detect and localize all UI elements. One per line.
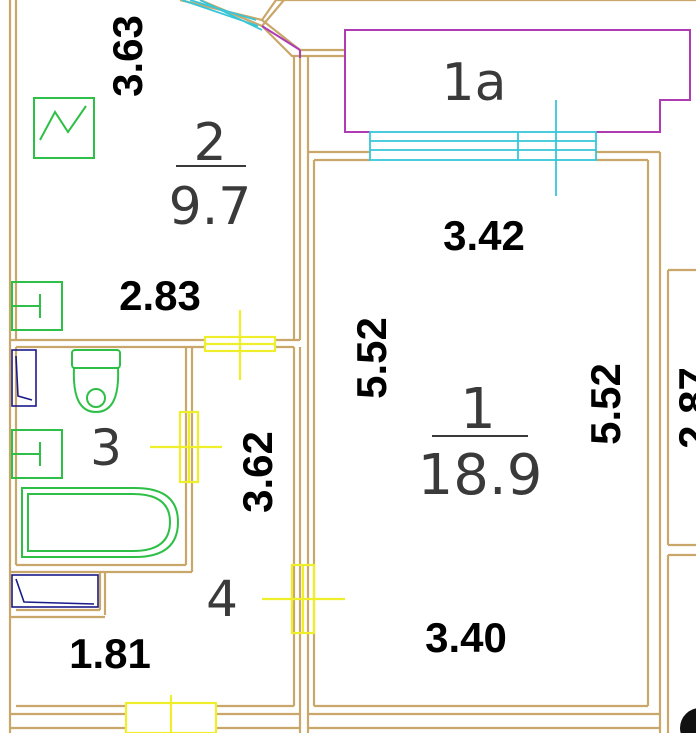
dimension-hall-width: 1.81 [69,630,151,677]
dimension-living-left: 5.52 [348,317,395,399]
sink-icon [11,281,63,331]
door-icon [124,310,345,733]
corner-mark [680,708,696,733]
hall-number: 4 [206,570,238,628]
bathtub-icon [21,487,180,558]
dimension-kitchen-width: 2.83 [119,272,201,319]
sink-icon [11,349,99,608]
dimension-living-bottom: 3.40 [425,614,507,661]
dimension-living-top: 3.42 [443,212,525,259]
dimension-bath-height: 3.62 [234,431,281,513]
balcony-number: 1a [442,53,507,113]
bathroom-number: 3 [90,419,122,477]
stove-icon [33,97,95,159]
dimension-kitchen-top: 3.63 [104,15,151,97]
kitchen-number: 2 [193,113,226,173]
kitchen-area: 9.7 [169,177,252,237]
dimension-edge-partial: 2.87 [670,367,696,449]
living-number: 1 [460,377,496,442]
sink-icon [11,429,63,479]
window-icon [181,0,597,196]
living-area: 18.9 [418,443,543,508]
walls [8,0,696,733]
toilet-icon [71,349,121,414]
dimension-living-right: 5.52 [582,363,629,445]
balcony-outline [261,25,691,133]
